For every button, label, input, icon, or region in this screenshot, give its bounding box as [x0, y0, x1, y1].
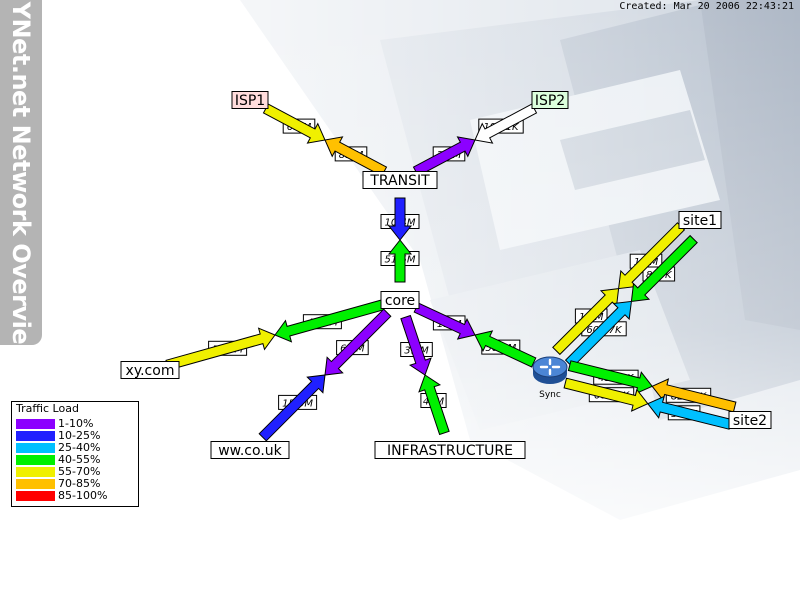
node-core[interactable]: core: [380, 291, 420, 310]
node-transit[interactable]: TRANSIT: [362, 171, 438, 190]
link-arrow-sync-site2-b-in: [647, 395, 733, 430]
node-infra[interactable]: INFRASTRUCTURE: [374, 441, 526, 460]
node-label: site2: [733, 413, 767, 429]
node-isp2[interactable]: ISP2: [531, 91, 569, 110]
link-arrow-sync-site1-b-in: [630, 234, 698, 302]
link-arrow-isp1-transit-out: [262, 103, 326, 144]
node-label: TRANSIT: [369, 173, 430, 189]
node-label: site1: [683, 213, 717, 229]
link-arrow-transit-core-in: [387, 239, 413, 283]
link-arrow-infra-core-in: [400, 314, 432, 376]
title-sidebar: MYNet.net Network Overview: [0, 0, 42, 366]
legend-swatch: [16, 419, 55, 429]
legend-swatch: [16, 491, 55, 501]
legend-title: Traffic Load: [16, 402, 79, 415]
legend-swatch: [16, 455, 55, 465]
legend-swatch: [16, 431, 55, 441]
legend-label: 55-70%: [58, 465, 101, 478]
link-arrow-sync-site1-a-out: [552, 288, 620, 356]
node-label: ww.co.uk: [218, 443, 282, 459]
node-label: core: [385, 293, 415, 309]
link-arrow-transit-core-out: [387, 197, 413, 241]
link-arrow-infra-core-out: [418, 374, 450, 436]
legend-label: 85-100%: [58, 489, 108, 502]
node-sync[interactable]: Sync: [532, 356, 568, 400]
legend-swatch: [16, 467, 55, 477]
legend-label: 70-85%: [58, 477, 101, 490]
link-arrow-sync-site1-a-in: [618, 222, 686, 290]
traffic-load-legend: Traffic Load 1-10%10-25%25-40%40-55%55-7…: [11, 401, 139, 507]
node-label: xy.com: [126, 363, 175, 379]
link-arrow-sync-site1-b-out: [564, 300, 632, 368]
legend-swatch: [16, 479, 55, 489]
link-arrow-ww-core-in: [324, 308, 392, 376]
map-title: MYNet.net Network Overview: [7, 0, 35, 366]
link-arrow-sync-site2-a-out: [567, 360, 653, 395]
node-ww[interactable]: ww.co.uk: [210, 441, 290, 460]
node-label: ISP1: [235, 93, 265, 109]
router-icon: [532, 356, 568, 384]
legend-label: 10-25%: [58, 429, 101, 442]
link-arrow-sync-core-out: [474, 330, 537, 368]
node-isp1[interactable]: ISP1: [231, 91, 269, 110]
link-arrow-xy-core-out: [165, 327, 276, 371]
node-site1[interactable]: site1: [678, 211, 722, 230]
created-timestamp: Created: Mar 20 2006 22:43:21: [619, 1, 794, 12]
link-arrow-ww-core-out: [258, 374, 326, 442]
link-arrow-xy-core-in: [274, 299, 385, 343]
link-arrow-isp2-transit-in: [412, 136, 476, 177]
node-xy[interactable]: xy.com: [120, 361, 180, 380]
legend-label: 40-55%: [58, 453, 101, 466]
legend-label: 25-40%: [58, 441, 101, 454]
link-arrow-sync-core-in: [413, 302, 476, 340]
link-arrow-sync-site2-a-in: [651, 378, 737, 413]
legend-label: 1-10%: [58, 417, 94, 430]
node-label: Sync: [539, 390, 561, 400]
legend-swatch: [16, 443, 55, 453]
node-label: INFRASTRUCTURE: [387, 443, 513, 459]
link-arrow-sync-site2-b-out: [563, 377, 649, 412]
node-label: ISP2: [535, 93, 565, 109]
node-site2[interactable]: site2: [728, 411, 772, 430]
link-arrow-isp2-transit-out: [474, 103, 538, 144]
